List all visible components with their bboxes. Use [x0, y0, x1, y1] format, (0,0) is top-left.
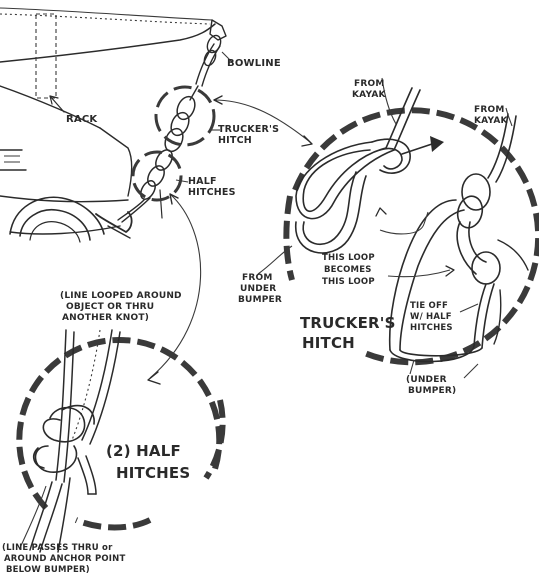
- label-line-passes-2: AROUND ANCHOR POINT: [4, 554, 125, 564]
- label-line-looped-2: OBJECT OR THRU: [66, 302, 154, 312]
- label-under-bumper-1: (UNDER: [406, 375, 447, 385]
- label-truckers-hitch-big-2: HITCH: [302, 334, 355, 352]
- label-from-under-bumper-2: UNDER: [240, 284, 276, 294]
- label-tie-off-2: W/ HALF: [410, 312, 452, 322]
- half-hitches-callout: [131, 150, 183, 202]
- car-sketch: [0, 7, 216, 243]
- label-from-kayak-right-2: KAYAK: [474, 116, 508, 126]
- label-bowline: BOWLINE: [227, 58, 281, 69]
- label-tie-off-1: TIE OFF: [410, 301, 448, 311]
- label-this-loop-1: THIS LOOP: [322, 253, 375, 263]
- label-from-under-bumper-3: BUMPER: [238, 295, 282, 305]
- label-two-half-hitches-1: (2) HALF: [106, 442, 181, 460]
- label-from-kayak-left-2: KAYAK: [352, 90, 386, 100]
- label-two-half-hitches-2: HITCHES: [116, 464, 190, 482]
- label-from-under-bumper-1: FROM: [242, 273, 273, 283]
- label-from-kayak-left-1: FROM: [354, 79, 385, 89]
- label-truckers-hitch-big-1: TRUCKER'S: [300, 314, 396, 332]
- label-from-kayak-right-1: FROM: [474, 105, 505, 115]
- half-hitches-detail-circle: [16, 336, 223, 511]
- truckers-hitch-callout: [154, 85, 216, 147]
- label-line-looped-1: (LINE LOOPED AROUND: [60, 291, 182, 301]
- label-half-hitches-small-2: HITCHES: [188, 187, 236, 198]
- label-rack: RACK: [66, 114, 98, 125]
- label-truckers-hitch-small-1: TRUCKER'S: [218, 124, 279, 135]
- label-line-passes-3: BELOW BUMPER): [6, 565, 90, 575]
- label-half-hitches-small-1: HALF: [188, 176, 217, 187]
- label-line-passes-1: (LINE PASSES THRU or: [2, 543, 113, 553]
- label-this-loop-3: THIS LOOP: [322, 277, 375, 287]
- label-tie-off-3: HITCHES: [410, 323, 453, 333]
- half-hitches-knot: [19, 329, 121, 553]
- label-truckers-hitch-small-2: HITCH: [218, 135, 252, 146]
- truckers-hitch-knot: [295, 87, 529, 363]
- label-this-loop-2: BECOMES: [324, 265, 372, 275]
- rope-chain: [117, 19, 227, 223]
- label-line-looped-3: ANOTHER KNOT): [62, 313, 149, 323]
- label-under-bumper-2: BUMPER): [408, 386, 456, 396]
